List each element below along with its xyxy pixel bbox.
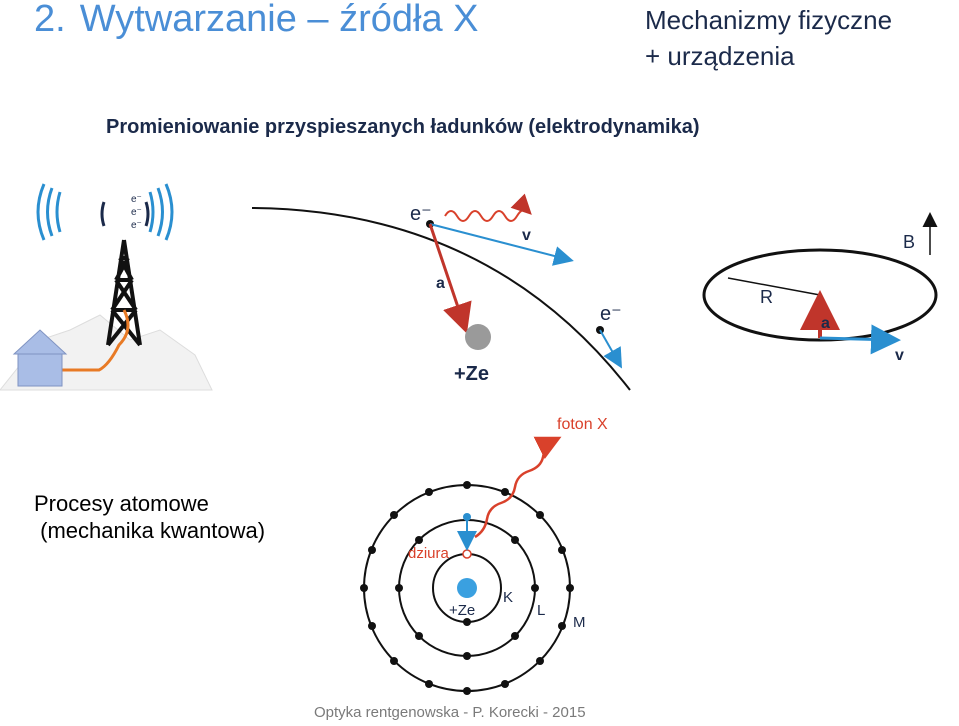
electron-label-bottom: e⁻	[600, 303, 622, 325]
antenna-electron-1: e⁻	[131, 194, 142, 205]
atomic-heading: Procesy atomowe (mechanika kwantowa)	[34, 490, 265, 544]
atomic-line1: Procesy atomowe	[34, 491, 209, 516]
hole-label: dziura	[408, 545, 450, 562]
circular-velocity-label: v	[895, 347, 904, 364]
velocity-label: v	[522, 227, 531, 244]
circular-accel-label: a	[821, 315, 830, 332]
atom-figure: foton X dziura +Ze K L M	[360, 416, 608, 695]
nucleus-label: +Ze	[454, 363, 489, 385]
antenna-figure: e⁻ e⁻ e⁻	[0, 183, 213, 391]
photon-label: foton X	[557, 416, 608, 433]
radius-label: R	[760, 287, 773, 307]
mechanisms-heading: Mechanizmy fizyczne + urządzenia	[645, 2, 892, 74]
circular-motion-figure: B R a v	[702, 212, 938, 364]
electron-label-top: e⁻	[410, 203, 432, 225]
atom-nucleus-label: +Ze	[449, 602, 475, 619]
shell-l-label: L	[537, 602, 545, 619]
atomic-line2: (mechanika kwantowa)	[34, 518, 266, 543]
radiation-heading: Promieniowanie przyspieszanych ładunków …	[106, 116, 700, 138]
acceleration-label: a	[436, 275, 445, 292]
mechanisms-line1: Mechanizmy fizyczne	[645, 5, 893, 35]
trajectory-figure: e⁻ e⁻ v a +Ze	[251, 193, 631, 391]
shell-k-label: K	[503, 589, 513, 606]
slide-number: 2.	[34, 0, 66, 40]
shell-m-label: M	[573, 614, 586, 631]
mechanisms-line2: + urządzenia	[645, 41, 795, 71]
antenna-electron-2: e⁻	[131, 207, 142, 218]
slide-title: 2. Wytwarzanie – źródła X	[34, 0, 479, 41]
field-label: B	[903, 232, 915, 252]
antenna-electron-3: e⁻	[131, 220, 142, 231]
title-text: Wytwarzanie – źródła X	[79, 0, 479, 40]
footer: Optyka rentgenowska - P. Korecki - 2015	[314, 704, 586, 721]
